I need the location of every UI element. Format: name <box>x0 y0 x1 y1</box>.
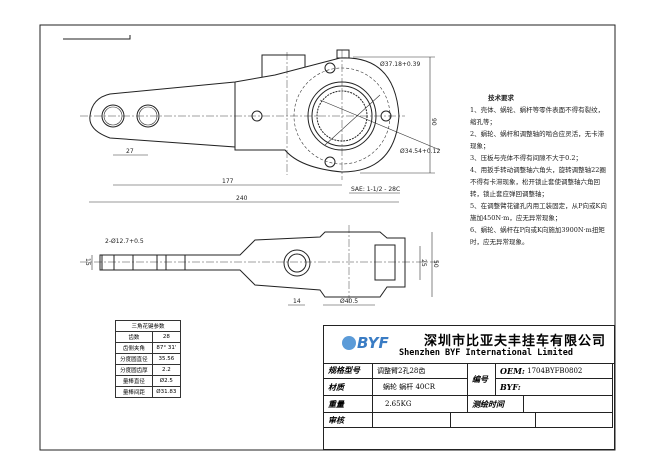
spec-label: 规格型号 <box>324 363 373 379</box>
review-cell <box>451 413 536 428</box>
title-block-header: BYF 深圳市比亚夫丰挂车有限公司 Shenzhen BYF Internati… <box>324 326 614 364</box>
dim-center: 177 <box>222 178 234 185</box>
note-item: 4、用扳手转动调整轴六角头，旋转调整轴22圈不得有卡滞现象，松开锁止套使调整轴六… <box>470 166 606 198</box>
notes-title: 技术要求 <box>488 94 514 102</box>
company-logo: BYF <box>342 334 389 352</box>
dim-spline-dia: Ø34.54+0.12 <box>400 148 440 155</box>
param-name: 分度圆直径 <box>115 353 153 365</box>
param-name: 量棒直径 <box>115 375 153 387</box>
drawing-frame <box>39 24 616 451</box>
note-item: 3、压板与壳体不得有间隙不大于0.2； <box>470 154 582 162</box>
material-label: 材质 <box>324 379 373 396</box>
param-value: 35.56 <box>151 353 182 365</box>
note-item: 5、在调整臂花键孔内用工装固定，从P向或K向施加450N·m，应无异常现象； <box>470 202 607 222</box>
param-value: 2.2 <box>151 364 182 376</box>
param-value: 87° 31' <box>151 342 182 354</box>
survey-time-label: 测绘时间 <box>468 396 524 413</box>
number-label: 编号 <box>468 363 496 396</box>
dim-outer-dia: Ø37.18+0.39 <box>380 61 420 68</box>
top-view: 240 177 27 90 Ø37.18+0.39 Ø34.54+0.12 SA… <box>80 49 440 203</box>
company-name-cn: 深圳市比亚夫丰挂车有限公司 <box>424 334 607 349</box>
dim-width: 50 <box>432 260 439 268</box>
param-name: 量棒间距 <box>115 386 153 398</box>
dim-inner: 25 <box>420 259 427 267</box>
note-item: 6、蜗轮、蜗杆在P向或K向施加3900N·m扭矩时，应无异常现象。 <box>470 226 605 246</box>
dim-height: 90 <box>430 118 437 126</box>
review-cell <box>536 413 613 428</box>
oem-field: OEM: 1704BYFB0802 <box>496 363 613 379</box>
byf-label: BYF: <box>496 379 613 396</box>
oem-label: OEM: <box>500 365 525 376</box>
survey-time-value <box>524 396 613 413</box>
dim-hub: Ø40.5 <box>340 298 358 305</box>
review-cell <box>373 413 451 428</box>
note-item: 1、壳体、蜗轮、蜗杆等零件表面不得有裂纹，缩孔等； <box>470 106 605 126</box>
title-block: BYF 深圳市比亚夫丰挂车有限公司 Shenzhen BYF Internati… <box>323 325 615 450</box>
param-name: 齿侧夹角 <box>115 342 153 354</box>
param-value: Ø2.5 <box>151 375 182 387</box>
logo-gear-icon <box>342 336 356 350</box>
dim-hole-spacing: 27 <box>126 148 134 155</box>
spline-spec: SAE: 1-1/2 - 28C <box>351 186 400 193</box>
table-title: 三角花键参数 <box>115 320 181 332</box>
logo-text: BYF <box>357 334 389 352</box>
param-name: 齿数 <box>115 331 153 343</box>
oem-value: 1704BYFB0802 <box>527 366 583 375</box>
corner-mark <box>63 35 131 40</box>
technical-requirements: 技术要求 1、壳体、蜗轮、蜗杆等零件表面不得有裂纹，缩孔等； 2、蜗轮、蜗杆和调… <box>470 92 610 248</box>
dim-holes: 2-Ø12.7+0.5 <box>105 238 144 245</box>
dim-nut: 14 <box>293 298 301 305</box>
note-item: 2、蜗轮、蜗杆和调整轴的啮合应灵活，无卡滞现象； <box>470 130 605 150</box>
param-value: Ø31.83 <box>151 386 182 398</box>
dim-thickness: 15 <box>84 258 91 266</box>
dim-overall: 240 <box>236 195 248 202</box>
review-label: 审核 <box>324 413 373 428</box>
param-name: 分度圆齿厚 <box>115 364 153 376</box>
param-value: 28 <box>151 331 182 343</box>
weight-value: 2.65KG <box>373 396 468 413</box>
side-view: 14 Ø40.5 50 25 15 2-Ø12.7+0.5 <box>80 225 440 306</box>
material-value: 蜗轮 蜗杆 40CR <box>373 379 468 396</box>
spec-value: 调整臂2孔28齿 <box>373 363 468 379</box>
weight-label: 重量 <box>324 396 373 413</box>
company-name-en: Shenzhen BYF International Limited <box>399 348 573 358</box>
